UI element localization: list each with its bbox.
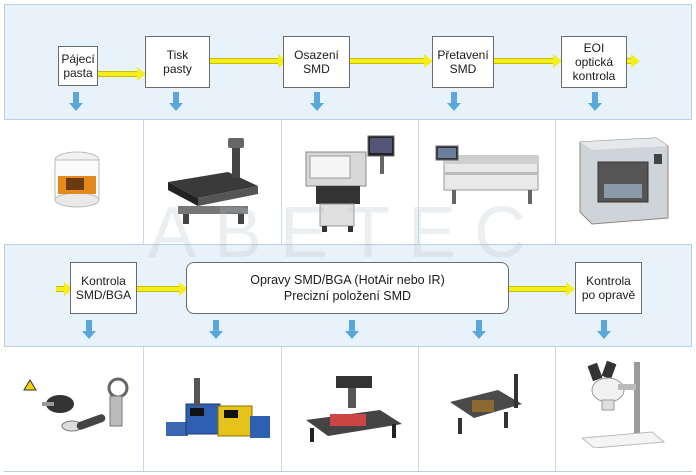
flow-arrow [508,282,575,296]
step-smd-reflow: Přetavení SMD [432,36,494,88]
flow-arrow [56,282,73,296]
down-arrow [169,92,183,111]
reflow-oven-icon [435,145,539,204]
repair-line-2: Precizní položení SMD [283,289,412,303]
step-smd-placement: Osazení SMD [283,36,350,88]
step-solder-paste: Pájecí pasta [58,46,98,86]
down-arrow [345,320,359,339]
step-smd-bga-inspection: Kontrola SMD/BGA [70,262,137,314]
flow-arrow [627,54,640,68]
repair-line-1: Opravy SMD/BGA (HotAir nebo IR) [250,273,445,287]
precision-placement-tool-icon [450,374,522,434]
bga-rework-station-icon [306,376,402,442]
stencil-printer-icon [168,138,258,224]
watermark: ABETEC [148,193,545,273]
down-arrow [597,320,611,339]
solder-paste-jar-icon [54,151,100,208]
flow-arrow [210,54,287,68]
down-arrow [588,92,602,111]
down-arrow [447,92,461,111]
step-paste-printing: Tisk pasty [145,36,210,88]
inspection-tools-icon [23,377,129,432]
down-arrow [209,320,223,339]
pick-and-place-machine-icon [305,135,395,232]
flow-arrow [137,282,188,296]
soldering-stations-icon [166,378,270,438]
down-arrow [69,92,83,111]
aoi-inspection-machine-icon [579,137,669,225]
step-post-repair-inspection: Kontrola po opravě [575,262,642,314]
down-arrow [472,320,486,339]
flow-arrow [493,54,562,68]
down-arrow [310,92,324,111]
step-smd-bga-repair: Opravy SMD/BGA (HotAir nebo IR) Precizní… [186,262,509,314]
down-arrow [82,320,96,339]
flow-arrow [97,67,146,81]
stereo-microscope-icon [580,360,666,448]
step-eoi-inspection: EOI optická kontrola [561,36,627,88]
flow-arrow [349,54,433,68]
